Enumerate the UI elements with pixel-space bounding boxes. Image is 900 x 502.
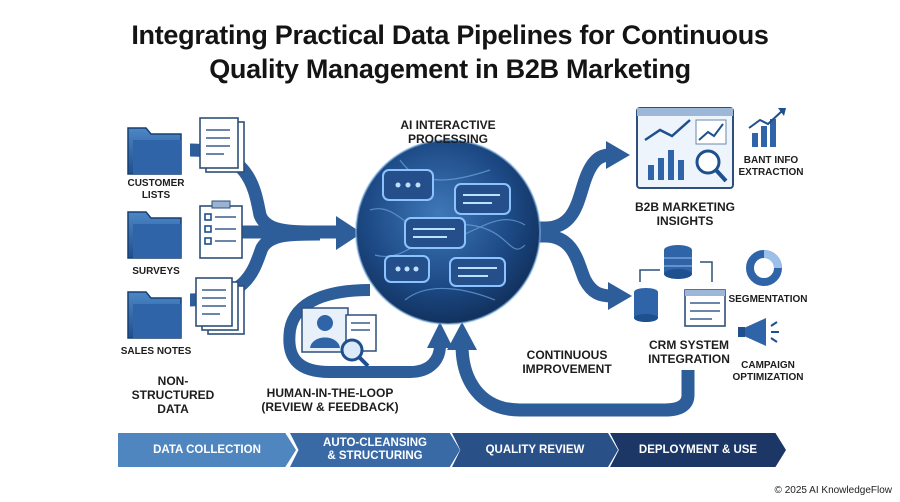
continuous-improvement-loop — [455, 344, 695, 417]
arrow-to-crm — [608, 282, 632, 310]
pie-chart-icon — [746, 250, 782, 286]
arrow-to-insights — [606, 141, 630, 169]
human-in-the-loop-label: HUMAN-IN-THE-LOOP (REVIEW & FEEDBACK) — [261, 386, 399, 414]
stage-deployment: DEPLOYMENT & USE — [610, 433, 786, 467]
outflow-arrows — [520, 148, 613, 303]
human-loop-arrowhead — [427, 322, 453, 348]
campaign-label: CAMPAIGN OPTIMIZATION — [732, 360, 804, 383]
continuous-improvement-label: CONTINUOUS IMPROVEMENT — [522, 348, 612, 376]
surveys-label: SURVEYS — [132, 266, 180, 277]
stage-quality-review: QUALITY REVIEW — [452, 433, 618, 467]
notes-icon-sales-notes — [195, 277, 245, 335]
crm-integration-label: CRM SYSTEM INTEGRATION — [648, 338, 730, 366]
ai-processing-label: AI INTERACTIVE PROCESSING — [400, 118, 496, 146]
megaphone-icon — [738, 318, 779, 346]
chat-bubble-icon — [382, 169, 511, 287]
bant-label: BANT INFO EXTRACTION — [738, 155, 804, 178]
inflow-arrowhead — [336, 216, 362, 250]
sales-notes-label: SALES NOTES — [120, 346, 192, 357]
title-line-2: Quality Management in B2B Marketing — [209, 54, 691, 84]
copyright-notice: © 2025 AI KnowledgeFlow — [774, 485, 892, 496]
folder-icon-customer-lists — [127, 127, 182, 175]
title-line-1: Integrating Practical Data Pipelines for… — [131, 20, 769, 50]
crm-window-icon — [639, 261, 726, 327]
reviewer-icon — [301, 307, 377, 368]
loop-arrowhead — [447, 322, 477, 350]
document-icon-customer-lists — [199, 117, 245, 173]
folder-icon-surveys — [127, 211, 182, 259]
non-structured-data-label: NON-STRUCTURED DATA — [131, 374, 215, 416]
b2b-insights-label: B2B MARKETING INSIGHTS — [634, 200, 735, 228]
stage-auto-cleansing: AUTO-CLEANSING & STRUCTURING — [290, 433, 460, 467]
checklist-icon-surveys — [199, 200, 243, 259]
human-loop-arrow — [283, 284, 446, 378]
stage-data-collection: DATA COLLECTION — [118, 433, 296, 467]
dashboard-icon — [636, 107, 734, 189]
database-icon — [634, 245, 692, 322]
bar-growth-icon — [748, 108, 786, 147]
folder-icon-sales-notes — [127, 291, 182, 339]
customer-lists-label: CUSTOMER LISTS — [127, 178, 185, 201]
segmentation-label: SEGMENTATION — [728, 294, 808, 305]
